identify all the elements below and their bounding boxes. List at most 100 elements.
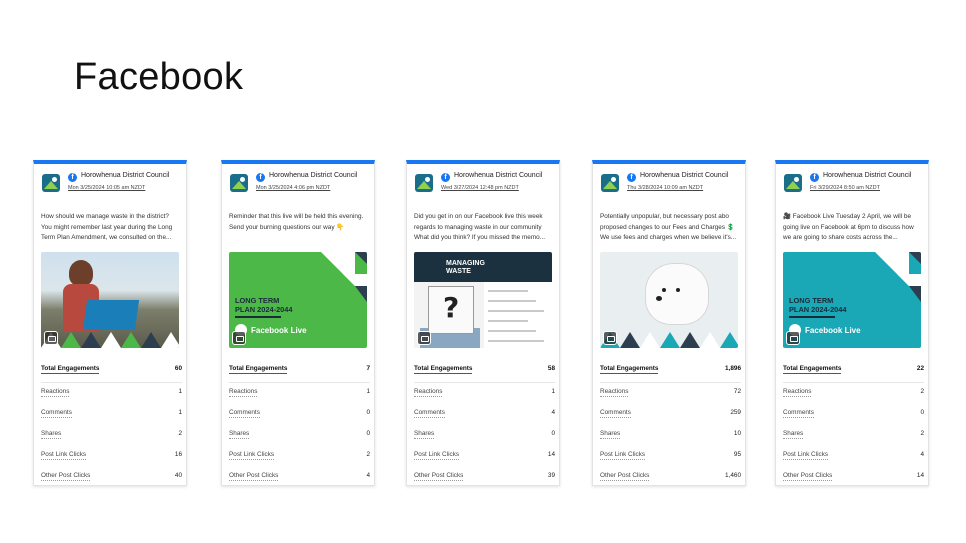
page-name[interactable]: Horowhenua District Council [640, 172, 729, 179]
dog-eye [676, 288, 680, 292]
metric-label[interactable]: Comments [414, 409, 445, 418]
metric-label[interactable]: Other Post Clicks [41, 472, 91, 481]
post-media[interactable]: MANAGING WASTE? [414, 252, 552, 348]
metric-label[interactable]: Total Engagements [414, 365, 473, 374]
form-line [488, 290, 528, 292]
post-media[interactable] [600, 252, 738, 348]
metric-label[interactable]: Comments [783, 409, 814, 418]
metric-value: 4 [366, 472, 370, 479]
page-name[interactable]: Horowhenua District Council [823, 172, 912, 179]
metric-label[interactable]: Other Post Clicks [229, 472, 279, 481]
logo-mountain [603, 181, 617, 189]
metric-label[interactable]: Shares [229, 430, 250, 439]
question-mark-icon: ? [443, 291, 460, 324]
metric-label[interactable]: Comments [41, 409, 72, 418]
metric-label[interactable]: Total Engagements [600, 365, 659, 374]
media-title-underline [235, 316, 281, 318]
metric-label[interactable]: Total Engagements [783, 365, 842, 374]
metric-label[interactable]: Reactions [414, 388, 443, 397]
post-text: Reminder that this live will be held thi… [229, 213, 364, 231]
logo-mountain [417, 181, 431, 189]
fb-live-label: Facebook Live [805, 326, 861, 335]
media-title: LONG TERM PLAN 2024-2044 [789, 296, 847, 314]
metric-value: 40 [174, 472, 182, 479]
facebook-icon: f [627, 173, 636, 182]
metric-value: 16 [174, 451, 182, 458]
logo-sun [240, 177, 245, 182]
page-name[interactable]: Horowhenua District Council [269, 172, 358, 179]
image-icon [44, 331, 58, 345]
facebook-icon: f [256, 173, 265, 182]
metric-label[interactable]: Other Post Clicks [600, 472, 650, 481]
metric-value: 14 [547, 451, 555, 458]
metric-label[interactable]: Post Link Clicks [229, 451, 275, 460]
post-media[interactable] [41, 252, 179, 348]
council-logo-icon [230, 174, 248, 192]
question-sign: ? [428, 286, 474, 334]
logo-mountain [232, 181, 246, 189]
person-head-shape [69, 260, 93, 286]
metric-label[interactable]: Total Engagements [41, 365, 100, 374]
metric-label[interactable]: Post Link Clicks [414, 451, 460, 460]
metric-value: 4 [551, 409, 555, 416]
metric-label[interactable]: Shares [414, 430, 435, 439]
media-title: LONG TERM PLAN 2024-2044 [235, 296, 293, 314]
metric-label[interactable]: Comments [600, 409, 631, 418]
metric-label[interactable]: Other Post Clicks [783, 472, 833, 481]
page-name[interactable]: Horowhenua District Council [454, 172, 543, 179]
metric-label[interactable]: Post Link Clicks [41, 451, 87, 460]
metric-label[interactable]: Shares [600, 430, 621, 439]
metric-value: 1 [366, 388, 370, 395]
metric-row: Other Post Clicks 39 [414, 467, 555, 485]
logo-mountain [786, 181, 800, 189]
metric-label[interactable]: Reactions [783, 388, 812, 397]
post-date-link[interactable]: Mon 3/25/2024 4:06 pm NZDT [256, 185, 331, 191]
metric-label[interactable]: Reactions [229, 388, 258, 397]
metric-value: 2 [920, 430, 924, 437]
metric-label[interactable]: Shares [41, 430, 62, 439]
metric-value: 1,896 [725, 365, 741, 372]
metric-label[interactable]: Reactions [600, 388, 629, 397]
dog-nose [656, 296, 662, 301]
metric-row: Shares 0 [229, 425, 370, 446]
post-date-link[interactable]: Wed 3/27/2024 12:48 pm NZDT [441, 185, 519, 191]
metric-value: 0 [366, 430, 370, 437]
metric-label[interactable]: Other Post Clicks [414, 472, 464, 481]
council-logo-icon [784, 174, 802, 192]
metric-label[interactable]: Comments [229, 409, 260, 418]
metric-row: Other Post Clicks 4 [229, 467, 370, 485]
page-name[interactable]: Horowhenua District Council [81, 172, 170, 179]
image-icon [603, 331, 617, 345]
logo-sun [425, 177, 430, 182]
metric-label[interactable]: Reactions [41, 388, 70, 397]
metric-value: 0 [551, 430, 555, 437]
image-icon [786, 331, 800, 345]
metric-label[interactable]: Post Link Clicks [783, 451, 829, 460]
slide-title: Facebook [74, 56, 244, 98]
media-title-underline [789, 316, 835, 318]
post-date-link[interactable]: Mon 3/25/2024 10:05 am NZDT [68, 185, 146, 191]
form-line [488, 330, 536, 332]
post-date-link[interactable]: Thu 3/28/2024 10:09 am NZDT [627, 185, 704, 191]
metric-row: Post Link Clicks 16 [41, 446, 182, 467]
metric-label[interactable]: Post Link Clicks [600, 451, 646, 460]
metric-label[interactable]: Shares [783, 430, 804, 439]
metric-value: 39 [547, 472, 555, 479]
post-date-link[interactable]: Fri 3/29/2024 8:50 am NZDT [810, 185, 881, 191]
metric-row: Shares 2 [783, 425, 924, 446]
metric-label[interactable]: Total Engagements [229, 365, 288, 374]
